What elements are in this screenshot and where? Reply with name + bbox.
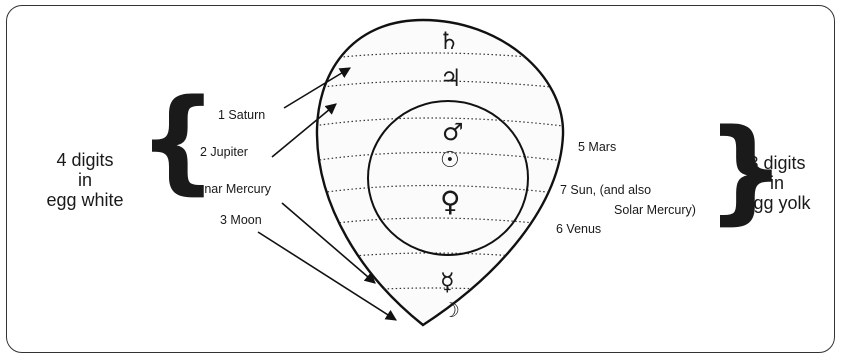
label-saturn: 1 Saturn [218,108,265,122]
moon-symbol-icon: ☽ [442,298,460,322]
egg-white-caption: 4 digits in egg white [20,150,150,210]
jupiter-symbol-icon: ♃ [440,64,462,92]
egg-yolk-line3: egg yolk [732,193,822,213]
label-moon: 3 Moon [220,213,262,227]
mars-symbol-icon: ♂ [442,118,464,146]
label-mars: 5 Mars [578,140,616,154]
label-sun-line2: Solar Mercury) [614,203,696,217]
saturn-symbol-icon: ♄ [438,27,460,55]
label-lunar-mercury: 4 Lunar Mercury [180,182,271,196]
egg-white-line2: in [20,170,150,190]
egg-yolk-caption: 3 digits in egg yolk [732,153,822,213]
sun-symbol-icon: ☉ [440,148,460,173]
egg-white-line1: 4 digits [20,150,150,170]
mercury-symbol-icon: ☿ [440,268,455,296]
label-jupiter: 2 Jupiter [200,145,248,159]
egg-white-line3: egg white [20,190,150,210]
venus-symbol-icon: ♀ [440,185,461,218]
egg-yolk-line1: 3 digits [732,153,822,173]
label-venus: 6 Venus [556,222,601,236]
label-sun-line1: 7 Sun, (and also [560,183,651,197]
egg-yolk-line2: in [732,173,822,193]
